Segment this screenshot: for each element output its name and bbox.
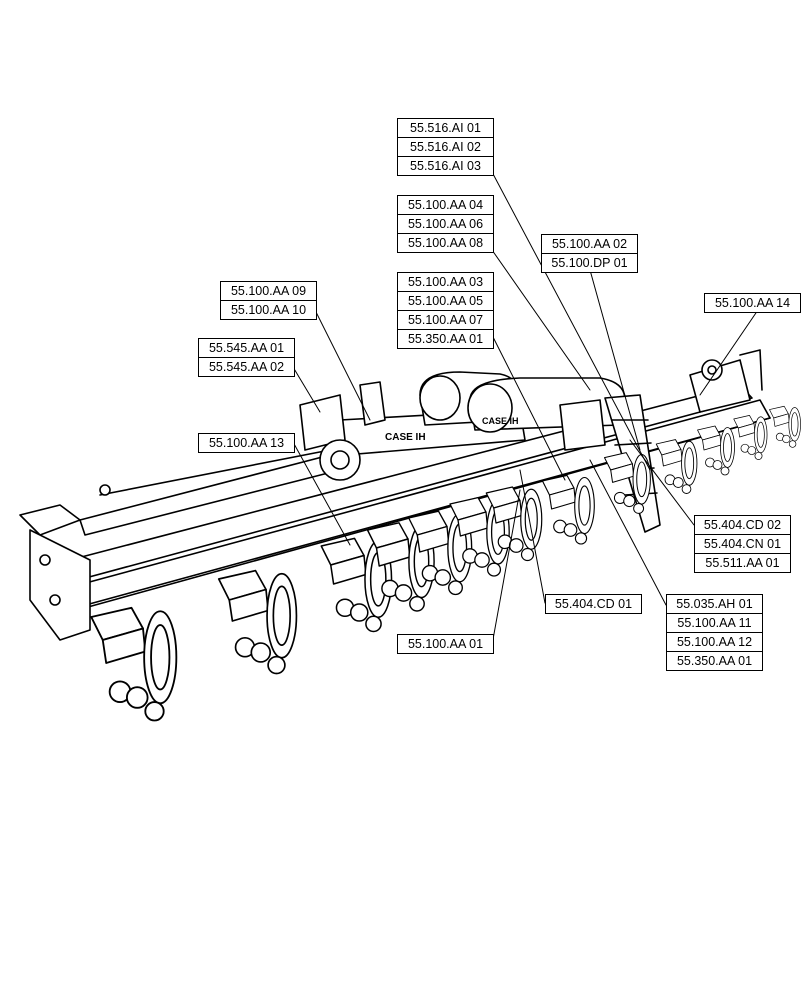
brand-label-right: CASE IH <box>482 416 519 426</box>
callout-label: 55.350.AA 01 <box>667 651 762 670</box>
callout-label: 55.100.AA 12 <box>667 632 762 651</box>
hitch-assembly-left <box>299 381 386 481</box>
row-unit <box>217 569 298 675</box>
callout-55-100-aa-01: 55.100.AA 01 <box>397 634 494 654</box>
leader-line <box>491 249 591 391</box>
callout-label: 55.100.AA 05 <box>398 291 493 310</box>
callout-label: 55.100.AA 11 <box>667 613 762 632</box>
callout-label: 55.545.AA 02 <box>199 357 294 376</box>
callout-label: 55.100.AA 02 <box>551 237 628 251</box>
leader-line <box>491 334 566 481</box>
callout-55-100-dp: 55.100.AA 02 55.100.DP 01 <box>541 234 638 273</box>
callout-55-516-ai: 55.516.AI 01 55.516.AI 02 55.516.AI 03 <box>397 118 494 176</box>
callout-label: 55.100.AA 01 <box>407 637 484 651</box>
leader-lines <box>292 171 761 646</box>
callout-label: 55.516.AI 01 <box>410 121 481 135</box>
hitch-tongue <box>19 449 341 641</box>
leader-line <box>491 171 651 471</box>
leader-line <box>491 489 521 646</box>
row-units <box>90 405 801 722</box>
callout-label: 55.100.AA 10 <box>221 300 316 319</box>
callout-label: 55.100.AA 09 <box>230 284 307 298</box>
brand-label-left: CASE IH <box>385 432 426 443</box>
callout-55-100-aa-even: 55.100.AA 04 55.100.AA 06 55.100.AA 08 <box>397 195 494 253</box>
callout-label: 55.350.AA 01 <box>398 329 493 348</box>
callout-label: 55.100.DP 01 <box>542 253 637 272</box>
callout-label: 55.404.CD 01 <box>554 597 633 611</box>
callout-55-100-aa-09-10: 55.100.AA 09 55.100.AA 10 <box>220 281 317 320</box>
leader-line <box>292 441 351 546</box>
callout-55-404-cd-02: 55.404.CD 02 55.404.CN 01 55.511.AA 01 <box>694 515 791 573</box>
callout-label: 55.516.AI 02 <box>398 137 493 156</box>
row-unit <box>733 415 768 460</box>
callout-label: 55.100.AA 06 <box>398 214 493 233</box>
row-unit <box>90 606 178 722</box>
leader-line <box>699 306 761 396</box>
marker-arm-right <box>689 349 763 413</box>
row-unit <box>449 496 510 577</box>
callout-55-545-aa: 55.545.AA 01 55.545.AA 02 <box>198 338 295 377</box>
callout-55-100-aa-odd: 55.100.AA 03 55.100.AA 05 55.100.AA 07 5… <box>397 272 494 349</box>
callout-label: 55.511.AA 01 <box>695 553 790 572</box>
row-unit <box>697 425 735 476</box>
leader-line <box>629 439 695 526</box>
callout-label: 55.100.AA 07 <box>398 310 493 329</box>
leader-line <box>589 269 641 451</box>
callout-label: 55.100.AA 03 <box>407 275 484 289</box>
leader-line <box>519 469 546 604</box>
leader-line <box>314 309 371 421</box>
leader-line <box>589 459 667 606</box>
callout-label: 55.404.CD 02 <box>703 518 782 532</box>
callout-label: 55.100.AA 13 <box>208 436 285 450</box>
callout-55-404-cd-01: 55.404.CD 01 <box>545 594 642 614</box>
callout-label: 55.100.AA 04 <box>407 198 484 212</box>
callout-label: 55.100.AA 08 <box>398 233 493 252</box>
callout-label: 55.100.AA 14 <box>714 296 791 310</box>
row-unit <box>655 439 698 494</box>
leader-line <box>292 366 321 413</box>
callout-label: 55.545.AA 01 <box>208 341 285 355</box>
callout-55-100-aa-14: 55.100.AA 14 <box>704 293 801 313</box>
row-unit <box>541 474 595 545</box>
callout-label: 55.035.AH 01 <box>676 597 753 611</box>
callout-55-100-aa-13: 55.100.AA 13 <box>198 433 295 453</box>
callout-55-035-ah: 55.035.AH 01 55.100.AA 11 55.100.AA 12 5… <box>666 594 763 671</box>
callout-label: 55.404.CN 01 <box>695 534 790 553</box>
row-unit <box>320 537 393 633</box>
row-unit <box>769 405 801 448</box>
callout-label: 55.516.AI 03 <box>398 156 493 175</box>
